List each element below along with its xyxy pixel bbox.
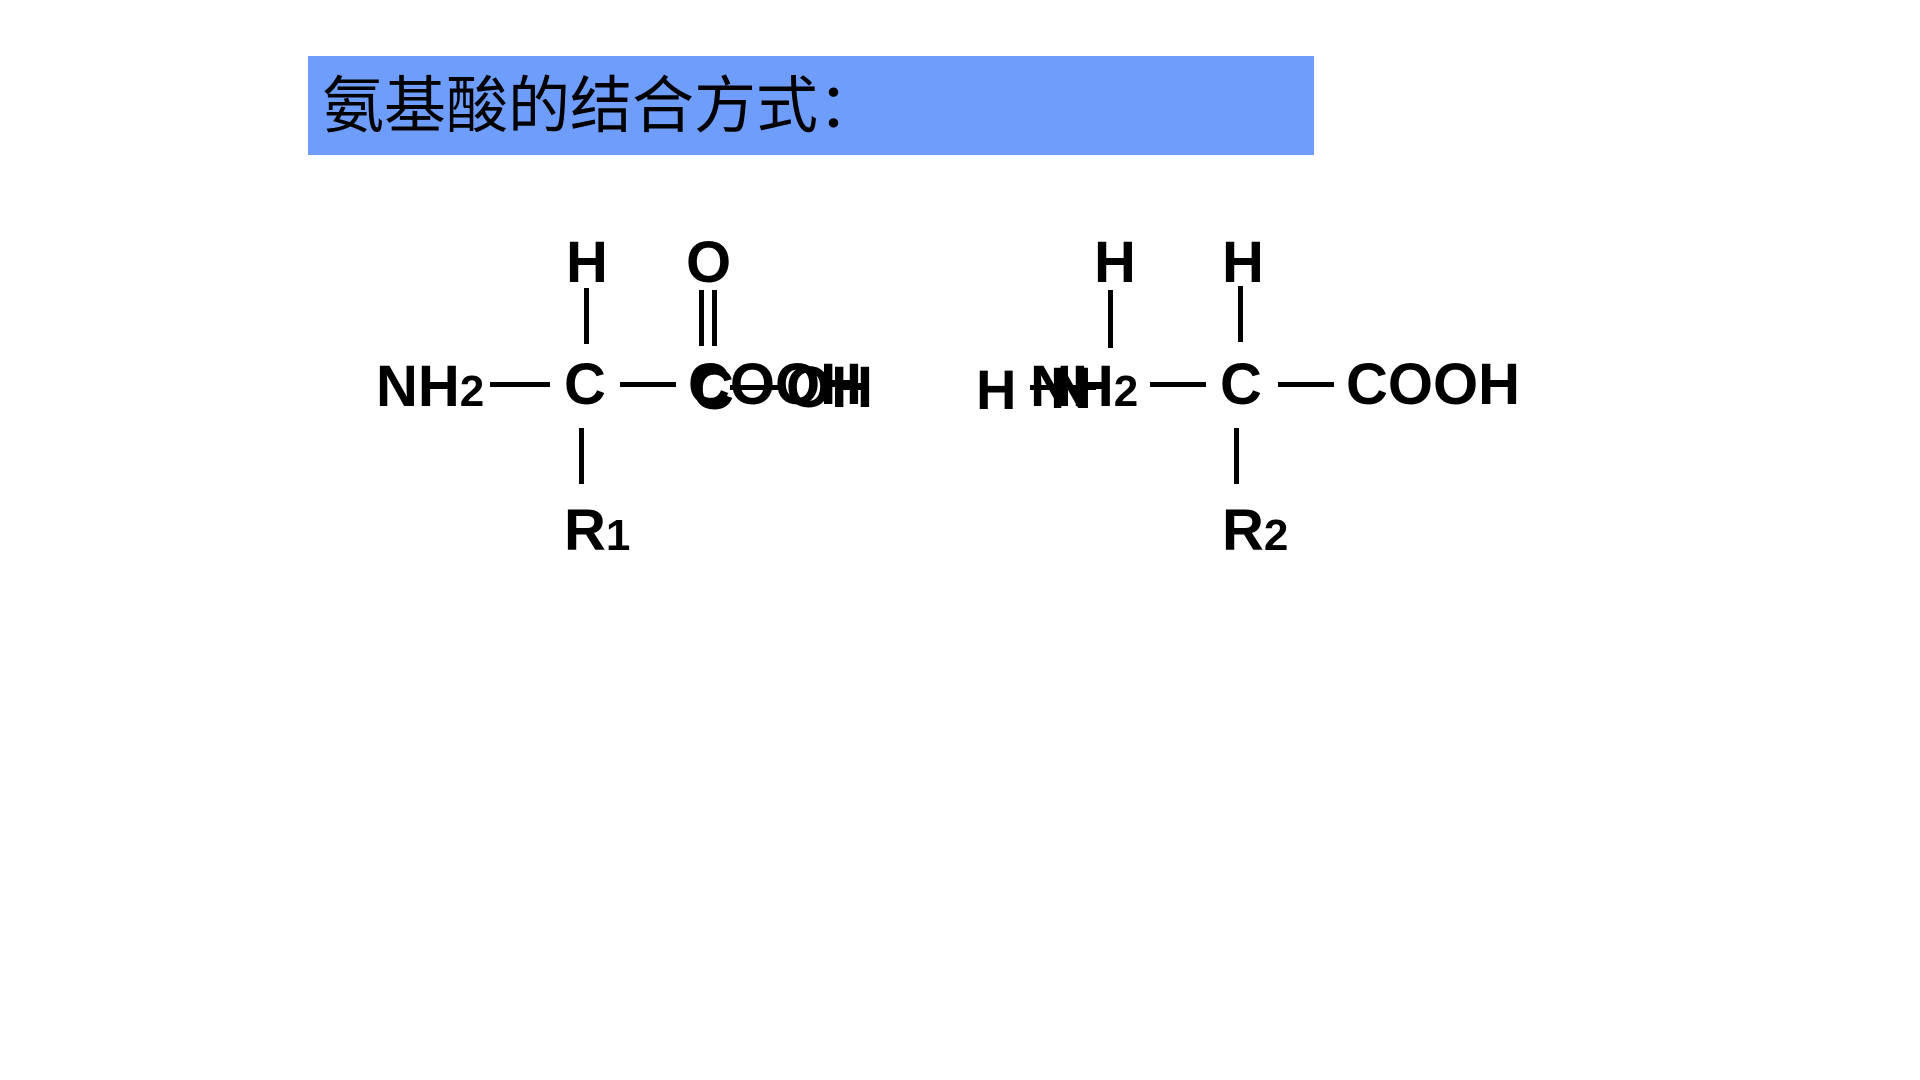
mol2-bond-n-c [1150,382,1206,387]
mol1-double-bond-left [699,290,704,346]
mol1-amino-subscript: 2 [459,367,485,416]
mol2-bond-c-r [1234,428,1239,484]
mol1-alpha-carbon: C [564,352,606,417]
mol1-amino-group: NH2 [376,358,484,416]
mol1-carbonyl-carbon: C [692,357,734,422]
mol2-alpha-carbon: C [1220,352,1262,417]
mol1-oh-overlay: OH [786,359,886,425]
mol1-bond-n-c [490,382,550,387]
mol2-water-hydrogen: H [976,358,1017,421]
mol1-bond-c-cooh [620,382,676,387]
mol2-r-subscript: 2 [1263,511,1289,560]
mol1-double-bond-right [712,290,717,346]
mol1-peptide-bond-line [730,385,782,390]
mol1-carboxyl-group: COOH [688,352,862,417]
mol2-bond-c-h [1238,286,1243,342]
mol2-r-group: R2 [1222,502,1288,560]
mol2-carboxyl-group: COOH [1346,352,1520,417]
mol1-bond-c-h [584,288,589,344]
mol2-amino-nh: NH [1030,354,1114,419]
mol2-amino-subscript: 2 [1113,367,1139,416]
mol1-r-subscript: 1 [605,511,631,560]
mol1-r-group: R1 [564,502,630,560]
mol1-bond-c-r [579,428,584,484]
mol2-bond-h-n [1030,385,1096,390]
mol1-top-oxygen: O [686,230,732,295]
mol2-bond-n-h [1108,290,1113,348]
mol2-bond-c-cooh [1278,382,1334,387]
mol2-n-hydrogen: H [1094,230,1136,295]
mol2-amino-group: NH2 [1030,358,1138,416]
mol2-c-hydrogen: H [1222,230,1264,295]
mol1-r-letter: R [564,498,606,563]
title-banner: 氨基酸的结合方式： [308,56,1314,155]
mol2-ghost-nitrogen: N [1050,356,1092,421]
mol1-oh-tail: OH [786,359,873,420]
slide-title: 氨基酸的结合方式： [322,69,881,142]
mol1-amino-nh: NH [376,354,460,419]
mol1-top-hydrogen: H [566,230,608,295]
mol2-r-letter: R [1222,498,1264,563]
